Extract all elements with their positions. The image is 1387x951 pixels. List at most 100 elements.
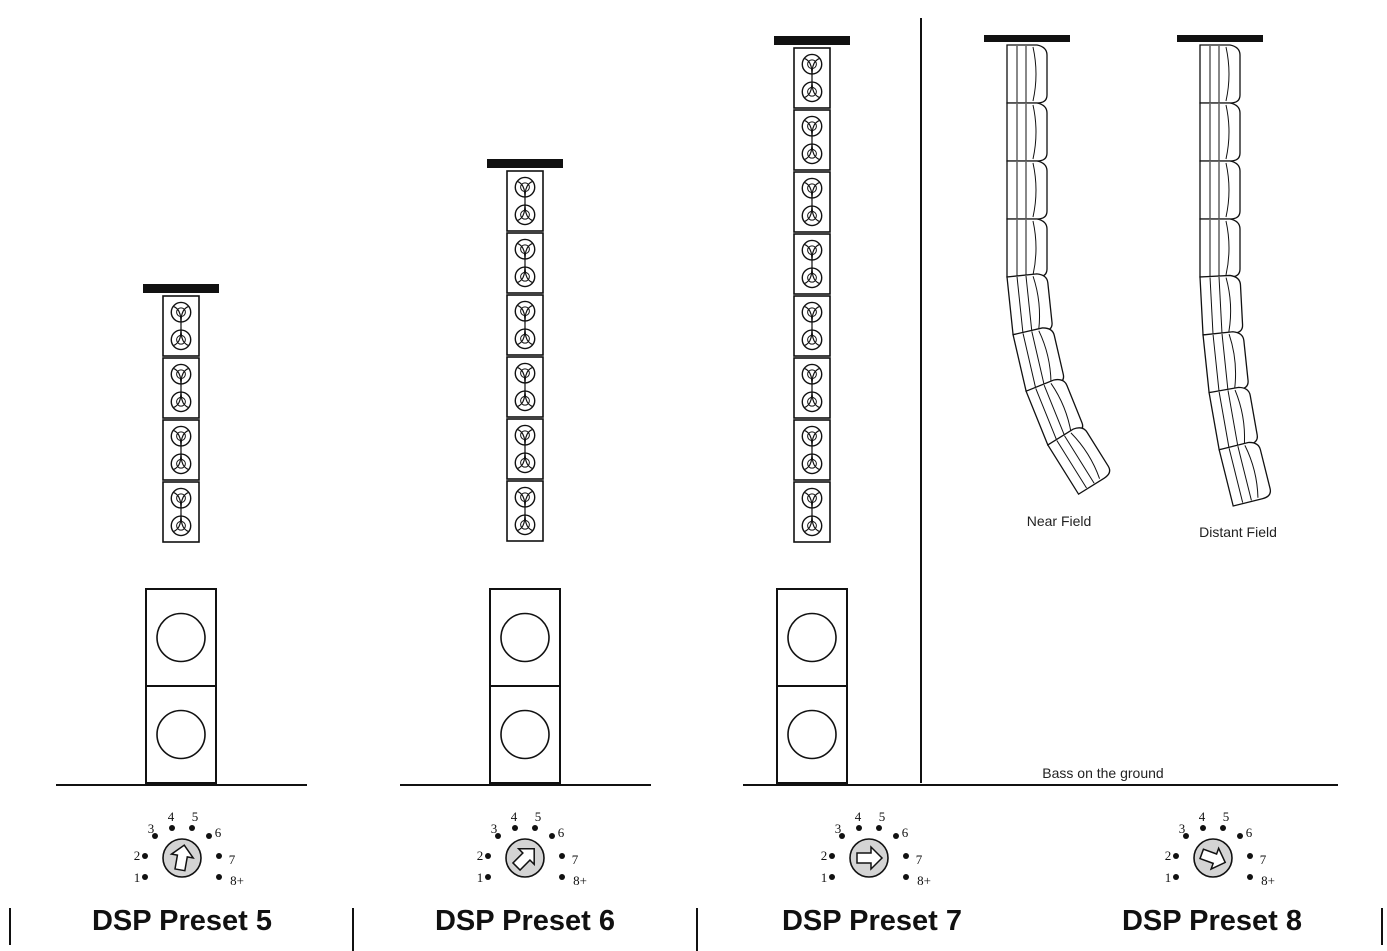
array-module: [506, 418, 544, 480]
array-module: [793, 295, 831, 357]
preset6-array: [487, 159, 563, 542]
module-horn: [1225, 104, 1230, 160]
array-module: [1006, 160, 1048, 220]
dial-number: 5: [879, 809, 886, 824]
dial-number: 3: [148, 821, 155, 836]
module-outline: [1202, 331, 1249, 394]
subwoofer-driver: [156, 709, 206, 760]
bass-on-ground-label: Bass on the ground: [1042, 765, 1163, 781]
dial-number: 3: [491, 821, 498, 836]
dial-dot: [1247, 853, 1253, 859]
dial-dot: [856, 825, 862, 831]
module-outline: [1199, 102, 1241, 162]
dial-number: 1: [1165, 870, 1172, 885]
dial-dot: [1173, 874, 1179, 880]
dial-dot: [903, 874, 909, 880]
rigging-bar: [1177, 35, 1263, 42]
module-horn: [1032, 220, 1037, 276]
module-outline: [1006, 102, 1048, 162]
dial-dot: [142, 874, 148, 880]
dial-dot: [1247, 874, 1253, 880]
array-module: [162, 295, 200, 357]
array-module: [793, 419, 831, 481]
dial-dot: [829, 853, 835, 859]
subwoofer-driver: [500, 612, 550, 663]
dial-dot: [1173, 853, 1179, 859]
module-outline: [1199, 160, 1241, 220]
dial-dot: [1237, 833, 1243, 839]
array-module: [1199, 160, 1241, 220]
dial-number: 1: [477, 870, 484, 885]
distant-field-array: [1177, 35, 1272, 507]
module-line: [1227, 390, 1239, 446]
dial-number: 5: [1223, 809, 1230, 824]
module-box: [506, 170, 544, 232]
module-line: [1221, 333, 1229, 390]
dial-dot: [216, 874, 222, 880]
waveguide: [803, 119, 821, 161]
module-line: [1016, 276, 1024, 333]
dial-number: 4: [168, 809, 175, 824]
dial-arrow-icon: [1199, 846, 1227, 871]
array-module: [1006, 44, 1048, 104]
subwoofer-driver: [787, 709, 837, 760]
module-horn: [1070, 432, 1101, 479]
waveguide: [516, 304, 534, 346]
waveguide: [516, 366, 534, 408]
dial-arrow: [1199, 846, 1227, 871]
array-module: [1202, 331, 1249, 394]
module-outline: [1006, 160, 1048, 220]
module-horn: [1225, 220, 1230, 276]
dial-number: 8+: [917, 873, 931, 888]
dial-dot: [142, 853, 148, 859]
dial-arrow: [511, 848, 535, 872]
module-horn: [1032, 46, 1037, 102]
module-outline: [1199, 218, 1241, 278]
rigging-bar: [143, 284, 219, 293]
array-module: [793, 171, 831, 233]
dial-dot: [829, 874, 835, 880]
array-module: [1006, 273, 1053, 336]
module-box: [793, 295, 831, 357]
dial-dot: [532, 825, 538, 831]
array-module: [1006, 102, 1048, 162]
array-module: [1006, 218, 1048, 278]
array-module: [793, 233, 831, 295]
array-module: [793, 357, 831, 419]
dial-dot: [559, 853, 565, 859]
waveguide: [172, 491, 190, 533]
subwoofer-driver: [787, 612, 837, 663]
preset7-array: [774, 36, 850, 543]
dial-dot: [485, 874, 491, 880]
array-module: [1199, 218, 1241, 278]
rigging-bar: [774, 36, 850, 45]
dial-arrow-icon: [856, 845, 884, 871]
dial-number: 7: [916, 852, 923, 867]
dial-dot: [169, 825, 175, 831]
preset6-subwoofers: [489, 588, 561, 784]
subwoofer-driver: [156, 612, 206, 663]
dial-number: 2: [134, 848, 141, 863]
dial-number: 2: [477, 848, 484, 863]
waveguide: [516, 180, 534, 222]
array-module: [506, 294, 544, 356]
near-field-array: [984, 35, 1111, 496]
module-horn: [1228, 334, 1237, 388]
module-horn: [1050, 383, 1072, 434]
module-outline: [1199, 44, 1241, 104]
waveguide: [803, 181, 821, 223]
dial-number: 3: [1179, 821, 1186, 836]
module-horn: [1225, 162, 1230, 218]
dial-number: 1: [134, 870, 141, 885]
array-module: [793, 109, 831, 171]
waveguide: [803, 305, 821, 347]
near-field-label: Near Field: [1027, 513, 1092, 529]
dial-number: 3: [835, 821, 842, 836]
array-module: [1046, 427, 1111, 496]
dial-dot: [1220, 825, 1226, 831]
dial-dot: [893, 833, 899, 839]
